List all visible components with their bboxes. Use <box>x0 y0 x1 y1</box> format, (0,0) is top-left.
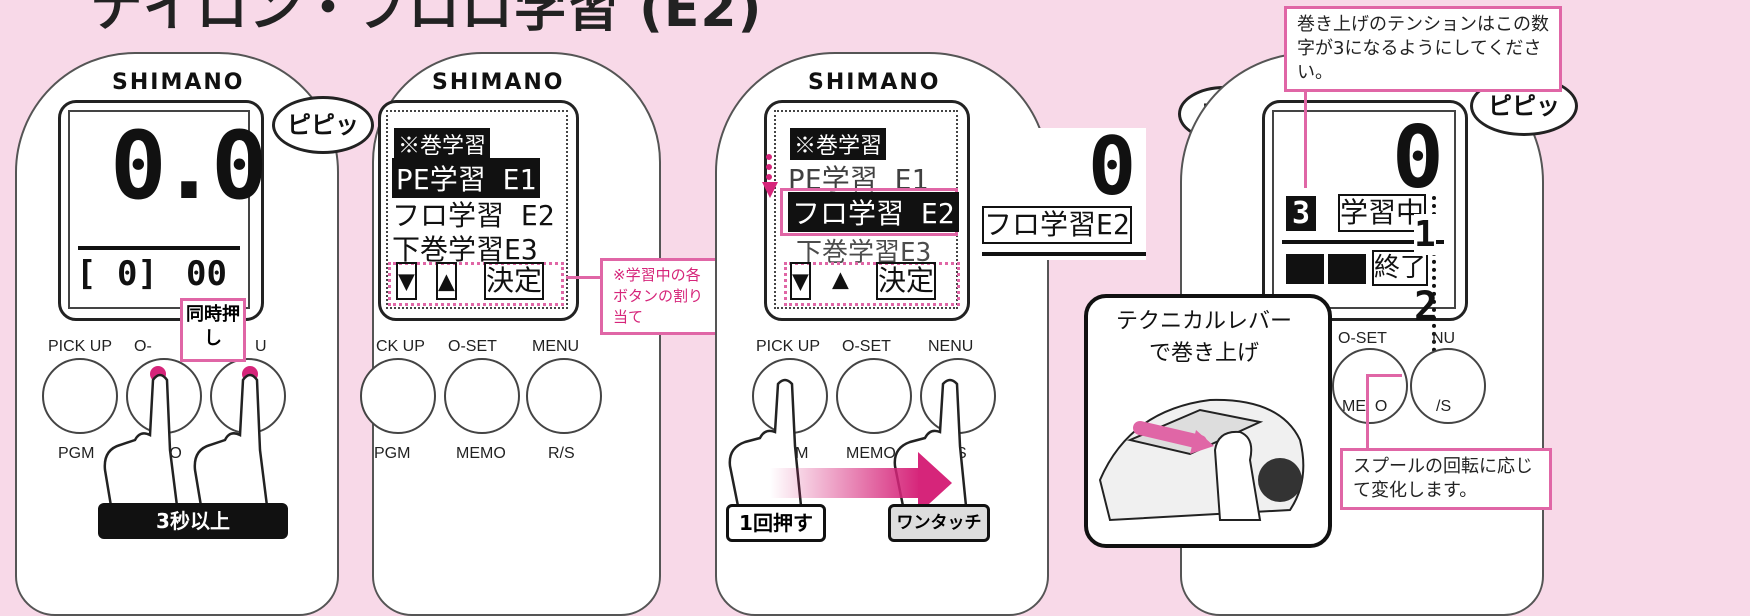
menu-label: NENU <box>928 338 974 355</box>
lcd-divider <box>1282 240 1444 244</box>
motion-arrow <box>770 468 920 498</box>
hint-decide-label: 決定 <box>484 262 545 300</box>
tension-note: 巻き上げのテンションはこの数字が3になるようにしてください。 <box>1284 6 1562 92</box>
reel-lever-icon <box>1098 398 1305 522</box>
page-title: ナイロン・フロロ学習 (E2) <box>90 0 763 39</box>
menu-item-pe[interactable]: PE学習 E1 <box>392 158 541 198</box>
depth-display: 0 <box>1392 108 1444 208</box>
press-once-badge: 1回押す <box>726 504 826 542</box>
simultaneous-press-label: 同時押し <box>180 298 246 362</box>
menu-item-fluoro[interactable]: フロ学習 E2 <box>392 199 555 232</box>
scroll-dots <box>766 154 780 180</box>
o-set-label: O-SET <box>448 338 497 355</box>
brand-logo: SHIMANO <box>112 70 245 95</box>
pick-up-button[interactable] <box>360 358 436 434</box>
o-set-label: O- <box>134 338 152 355</box>
counter-step-1: 1 <box>1414 214 1436 255</box>
spool-note-arrow-v <box>1366 374 1369 450</box>
menu-header: ※巻学習 <box>394 128 491 160</box>
lever-note: テクニカルレバーで巻き上げ <box>1115 309 1292 366</box>
o-set-label: O-SET <box>1338 330 1387 347</box>
o-set-label: O-SET <box>842 338 891 355</box>
beep-bubble: ピピッ <box>272 96 374 154</box>
motion-arrow-head <box>918 452 952 514</box>
o-set-button[interactable] <box>444 358 520 434</box>
spool-note-arrow-h <box>1366 374 1402 377</box>
menu-button[interactable] <box>1410 348 1486 424</box>
brand-logo: SHIMANO <box>808 70 941 95</box>
menu-item-fluoro[interactable]: フロ学習 E2 <box>788 192 959 232</box>
menu-header: ※巻学習 <box>790 128 887 160</box>
menu-label: MENU <box>532 338 580 355</box>
hint-up-icon: ▲ <box>832 262 849 295</box>
progress-block-1 <box>1286 254 1324 284</box>
button-assignment-note: ※学習中の各ボタンの割り当て <box>600 258 722 335</box>
zoom-panel <box>978 128 1146 260</box>
memo-label: MEMO <box>846 445 896 462</box>
counter-step-2: 2 <box>1414 284 1439 330</box>
brand-logo: SHIMANO <box>432 70 565 95</box>
learning-label: 学習中 <box>1338 194 1427 232</box>
rs-label: R/S <box>548 445 575 462</box>
tension-note-arrow <box>1304 92 1307 188</box>
pgm-label: PGM <box>374 445 411 462</box>
o-set-button[interactable] <box>1332 348 1408 424</box>
pick-up-label: CK UP <box>376 338 425 355</box>
end-label: 終了 <box>1372 250 1429 286</box>
hint-decide-label: 決定 <box>876 262 937 300</box>
zoom-depth: 0 <box>1088 120 1137 213</box>
menu-button[interactable] <box>526 358 602 434</box>
rs-label: /S <box>1436 398 1452 415</box>
pick-up-button[interactable] <box>42 358 118 434</box>
counter-track <box>1432 196 1442 416</box>
counter-value: 00 <box>186 254 227 294</box>
one-touch-badge: ワンタッチ <box>888 504 990 542</box>
hint-down-icon: ▼ <box>790 262 811 300</box>
hint-down-icon: ▼ <box>396 262 417 300</box>
lcd-divider <box>78 246 240 250</box>
button-hint-frame <box>784 262 960 306</box>
tension-digit: 3 <box>1286 196 1317 231</box>
lcd-screen <box>68 110 250 309</box>
depth-display: 0.0 <box>110 112 268 221</box>
progress-block-2 <box>1328 254 1366 284</box>
scroll-down-arrow-icon <box>762 182 778 198</box>
hold-duration-badge: 3秒以上 <box>98 503 288 539</box>
menu-label: U <box>255 338 267 355</box>
memo-label: MEI O <box>1342 398 1388 415</box>
counter-bracket: [ 0] <box>76 254 158 294</box>
o-set-button[interactable] <box>836 358 912 434</box>
pgm-label: PGM <box>58 445 95 462</box>
button-hint-frame <box>388 262 564 306</box>
menu-item-lower[interactable]: 下巻学習E3 <box>392 233 538 266</box>
pick-up-label: PICK UP <box>48 338 113 355</box>
note-arrow <box>566 276 600 279</box>
memo-label: MEMO <box>456 445 506 462</box>
zoom-divider <box>982 252 1146 256</box>
pick-up-label: PICK UP <box>756 338 821 355</box>
zoom-mode-label: フロ学習E2 <box>982 206 1132 244</box>
spool-note: スプールの回転に応じて変化します。 <box>1340 448 1552 510</box>
menu-label: NU <box>1432 330 1456 347</box>
hint-up-icon: ▲ <box>436 262 457 300</box>
hand-icon <box>103 373 272 530</box>
